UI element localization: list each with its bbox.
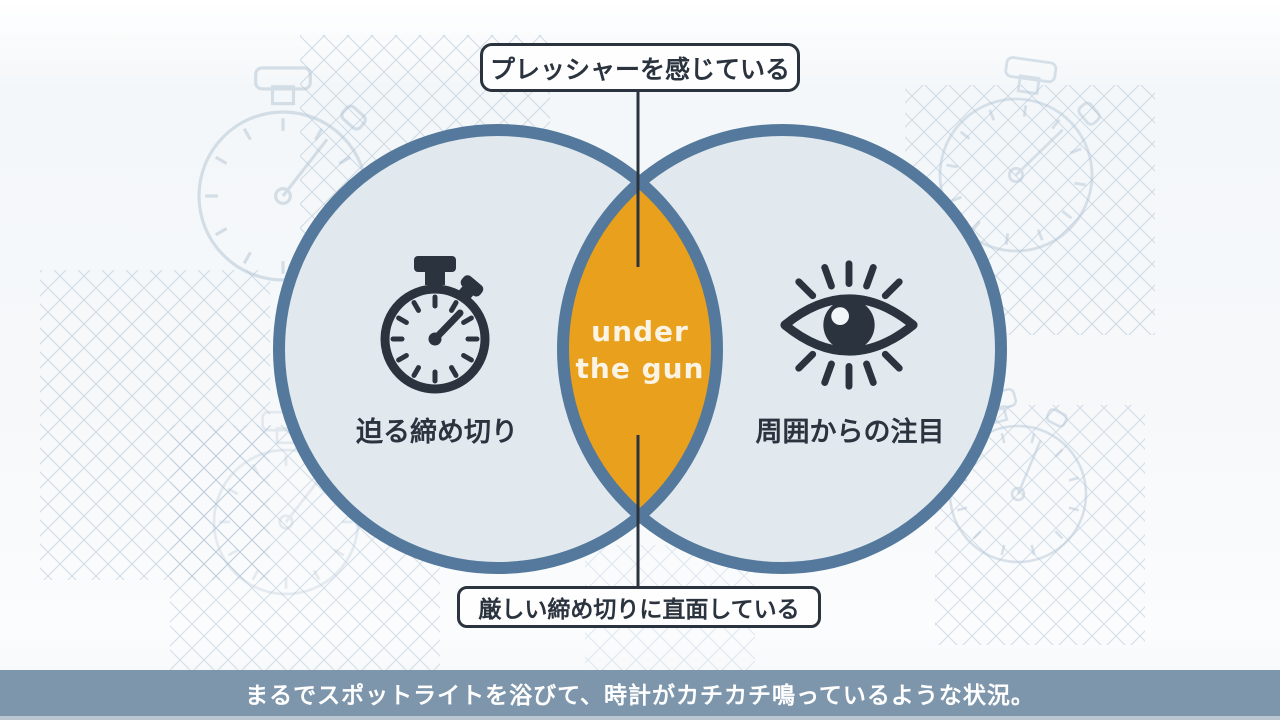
top-label-text: プレッシャーを感じている [489, 54, 790, 84]
bottom-label-box: 厳しい締め切りに直面している [457, 586, 821, 628]
center-term: under the gun [550, 313, 730, 387]
center-term-line1: under [591, 315, 689, 348]
eye-icon [775, 258, 923, 396]
stopwatch-icon [376, 256, 494, 402]
caption-text: まるでスポットライトを浴びて、時計がカチカチ鳴っているような状況。 [245, 683, 1035, 709]
right-circle-label: 周囲からの注目 [755, 417, 945, 448]
left-circle-label: 迫る締め切り [356, 417, 518, 448]
bottom-label-text: 厳しい締め切りに直面している [478, 597, 800, 623]
right-circle-border [557, 124, 1007, 574]
center-term-line2: the gun [575, 352, 705, 385]
caption-bar: まるでスポットライトを浴びて、時計がカチカチ鳴っているような状況。 [0, 670, 1280, 716]
top-label-box: プレッシャーを感じている [480, 43, 800, 92]
venn-intersection [563, 182, 717, 516]
left-circle-border [273, 124, 723, 574]
caption-underline [0, 716, 1280, 720]
